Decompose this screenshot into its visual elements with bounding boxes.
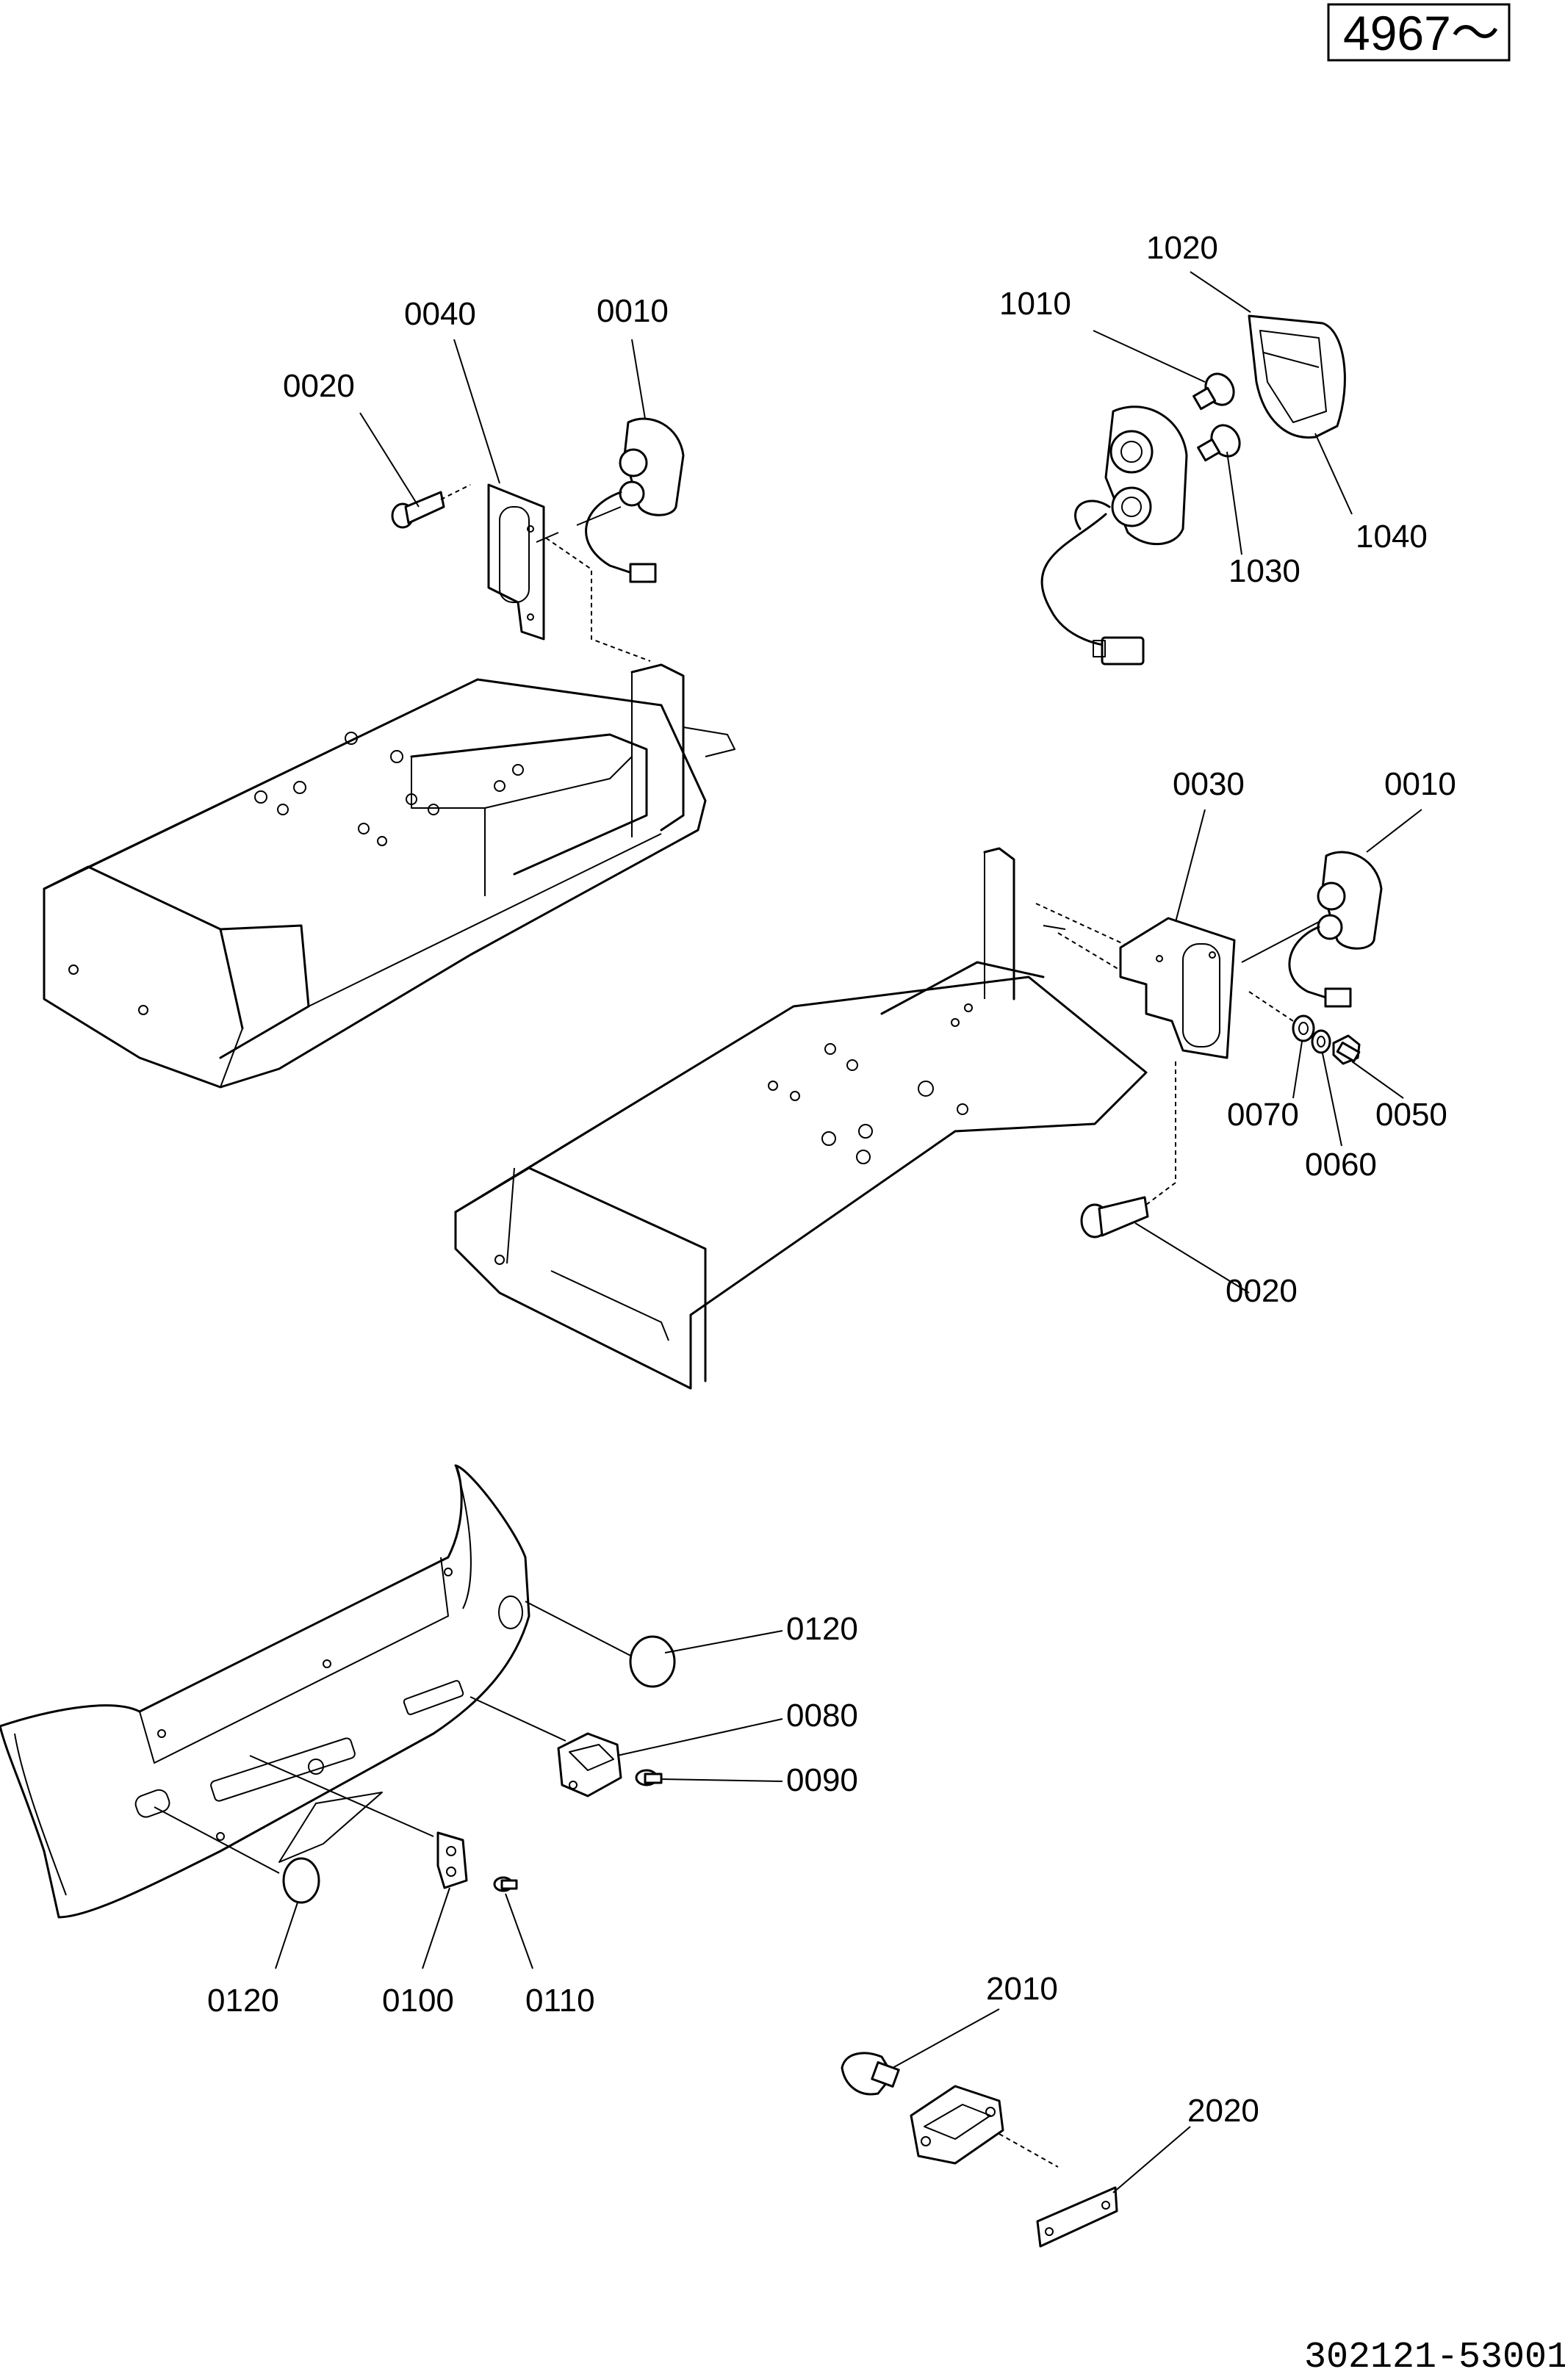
callout-2020: 2020: [1187, 2093, 1259, 2129]
callout-0120-left: 0120: [207, 1983, 279, 2019]
screw-0110: [493, 1876, 518, 1892]
tail-lamp-exploded: [1040, 314, 1346, 666]
left-clevis-pin: [391, 484, 471, 529]
bulb-1030: [1197, 424, 1241, 462]
callout-0100: 0100: [382, 1983, 454, 2019]
callout-0040-left: 0040: [404, 296, 476, 332]
right-lamp-bracket: [1119, 917, 1236, 1059]
plate-lamp-detail: [841, 2052, 1118, 2248]
callout-0110: 0110: [525, 1983, 595, 2019]
right-tail-lamp: [1241, 851, 1383, 1008]
callout-0020-right: 0020: [1226, 1273, 1298, 1309]
callout-1020: 1020: [1146, 230, 1218, 266]
callout-0010-right: 0010: [1384, 766, 1456, 802]
spring-washer-0060: [1311, 1029, 1331, 1054]
leader-lines: [275, 271, 1422, 2193]
serial-range-badge: 4967〜: [1327, 3, 1511, 62]
left-fender-assembly: [43, 528, 735, 1089]
screw-0090: [635, 1769, 663, 1786]
plug-0120-right: [629, 1635, 676, 1688]
callout-0010-left: 0010: [597, 293, 669, 329]
callout-1040: 1040: [1356, 519, 1428, 555]
callout-0030: 0030: [1173, 766, 1245, 802]
callout-0070: 0070: [1227, 1097, 1299, 1133]
right-fender-bolt-holes: [494, 1003, 973, 1265]
fender-bolt-holes: [68, 732, 524, 1015]
callout-0120-right: 0120: [786, 1611, 858, 1647]
callout-0050: 0050: [1375, 1097, 1447, 1133]
bolt-0050: [1332, 1034, 1361, 1065]
plug-0120-left: [282, 1857, 320, 1904]
callout-1030: 1030: [1228, 553, 1300, 589]
callout-1010: 1010: [999, 286, 1071, 322]
left-lamp-bracket: [487, 483, 545, 641]
bulb-1010: [1192, 372, 1235, 411]
callout-2010: 2010: [986, 1971, 1058, 2007]
callout-labels: 0040 0010 0020 1020 1010 1030 1040 0030 …: [207, 230, 1456, 2129]
rear-bumper-assembly: [0, 1464, 640, 1919]
callout-0080: 0080: [786, 1698, 858, 1734]
license-lamp-0080: [557, 1732, 622, 1797]
right-fender-assembly: [454, 847, 1148, 1390]
bracket-0100: [436, 1831, 468, 1889]
callout-0090: 0090: [786, 1762, 858, 1798]
right-clevis-pin: [1080, 1058, 1176, 1238]
left-tail-lamp: [536, 417, 685, 583]
washer-0070: [1292, 1014, 1315, 1042]
callout-0060: 0060: [1305, 1147, 1377, 1183]
callout-0020-left: 0020: [283, 368, 355, 404]
serial-range-text: 4967〜: [1343, 6, 1500, 60]
drawing-number: 302121-53001: [1304, 2337, 1565, 2379]
